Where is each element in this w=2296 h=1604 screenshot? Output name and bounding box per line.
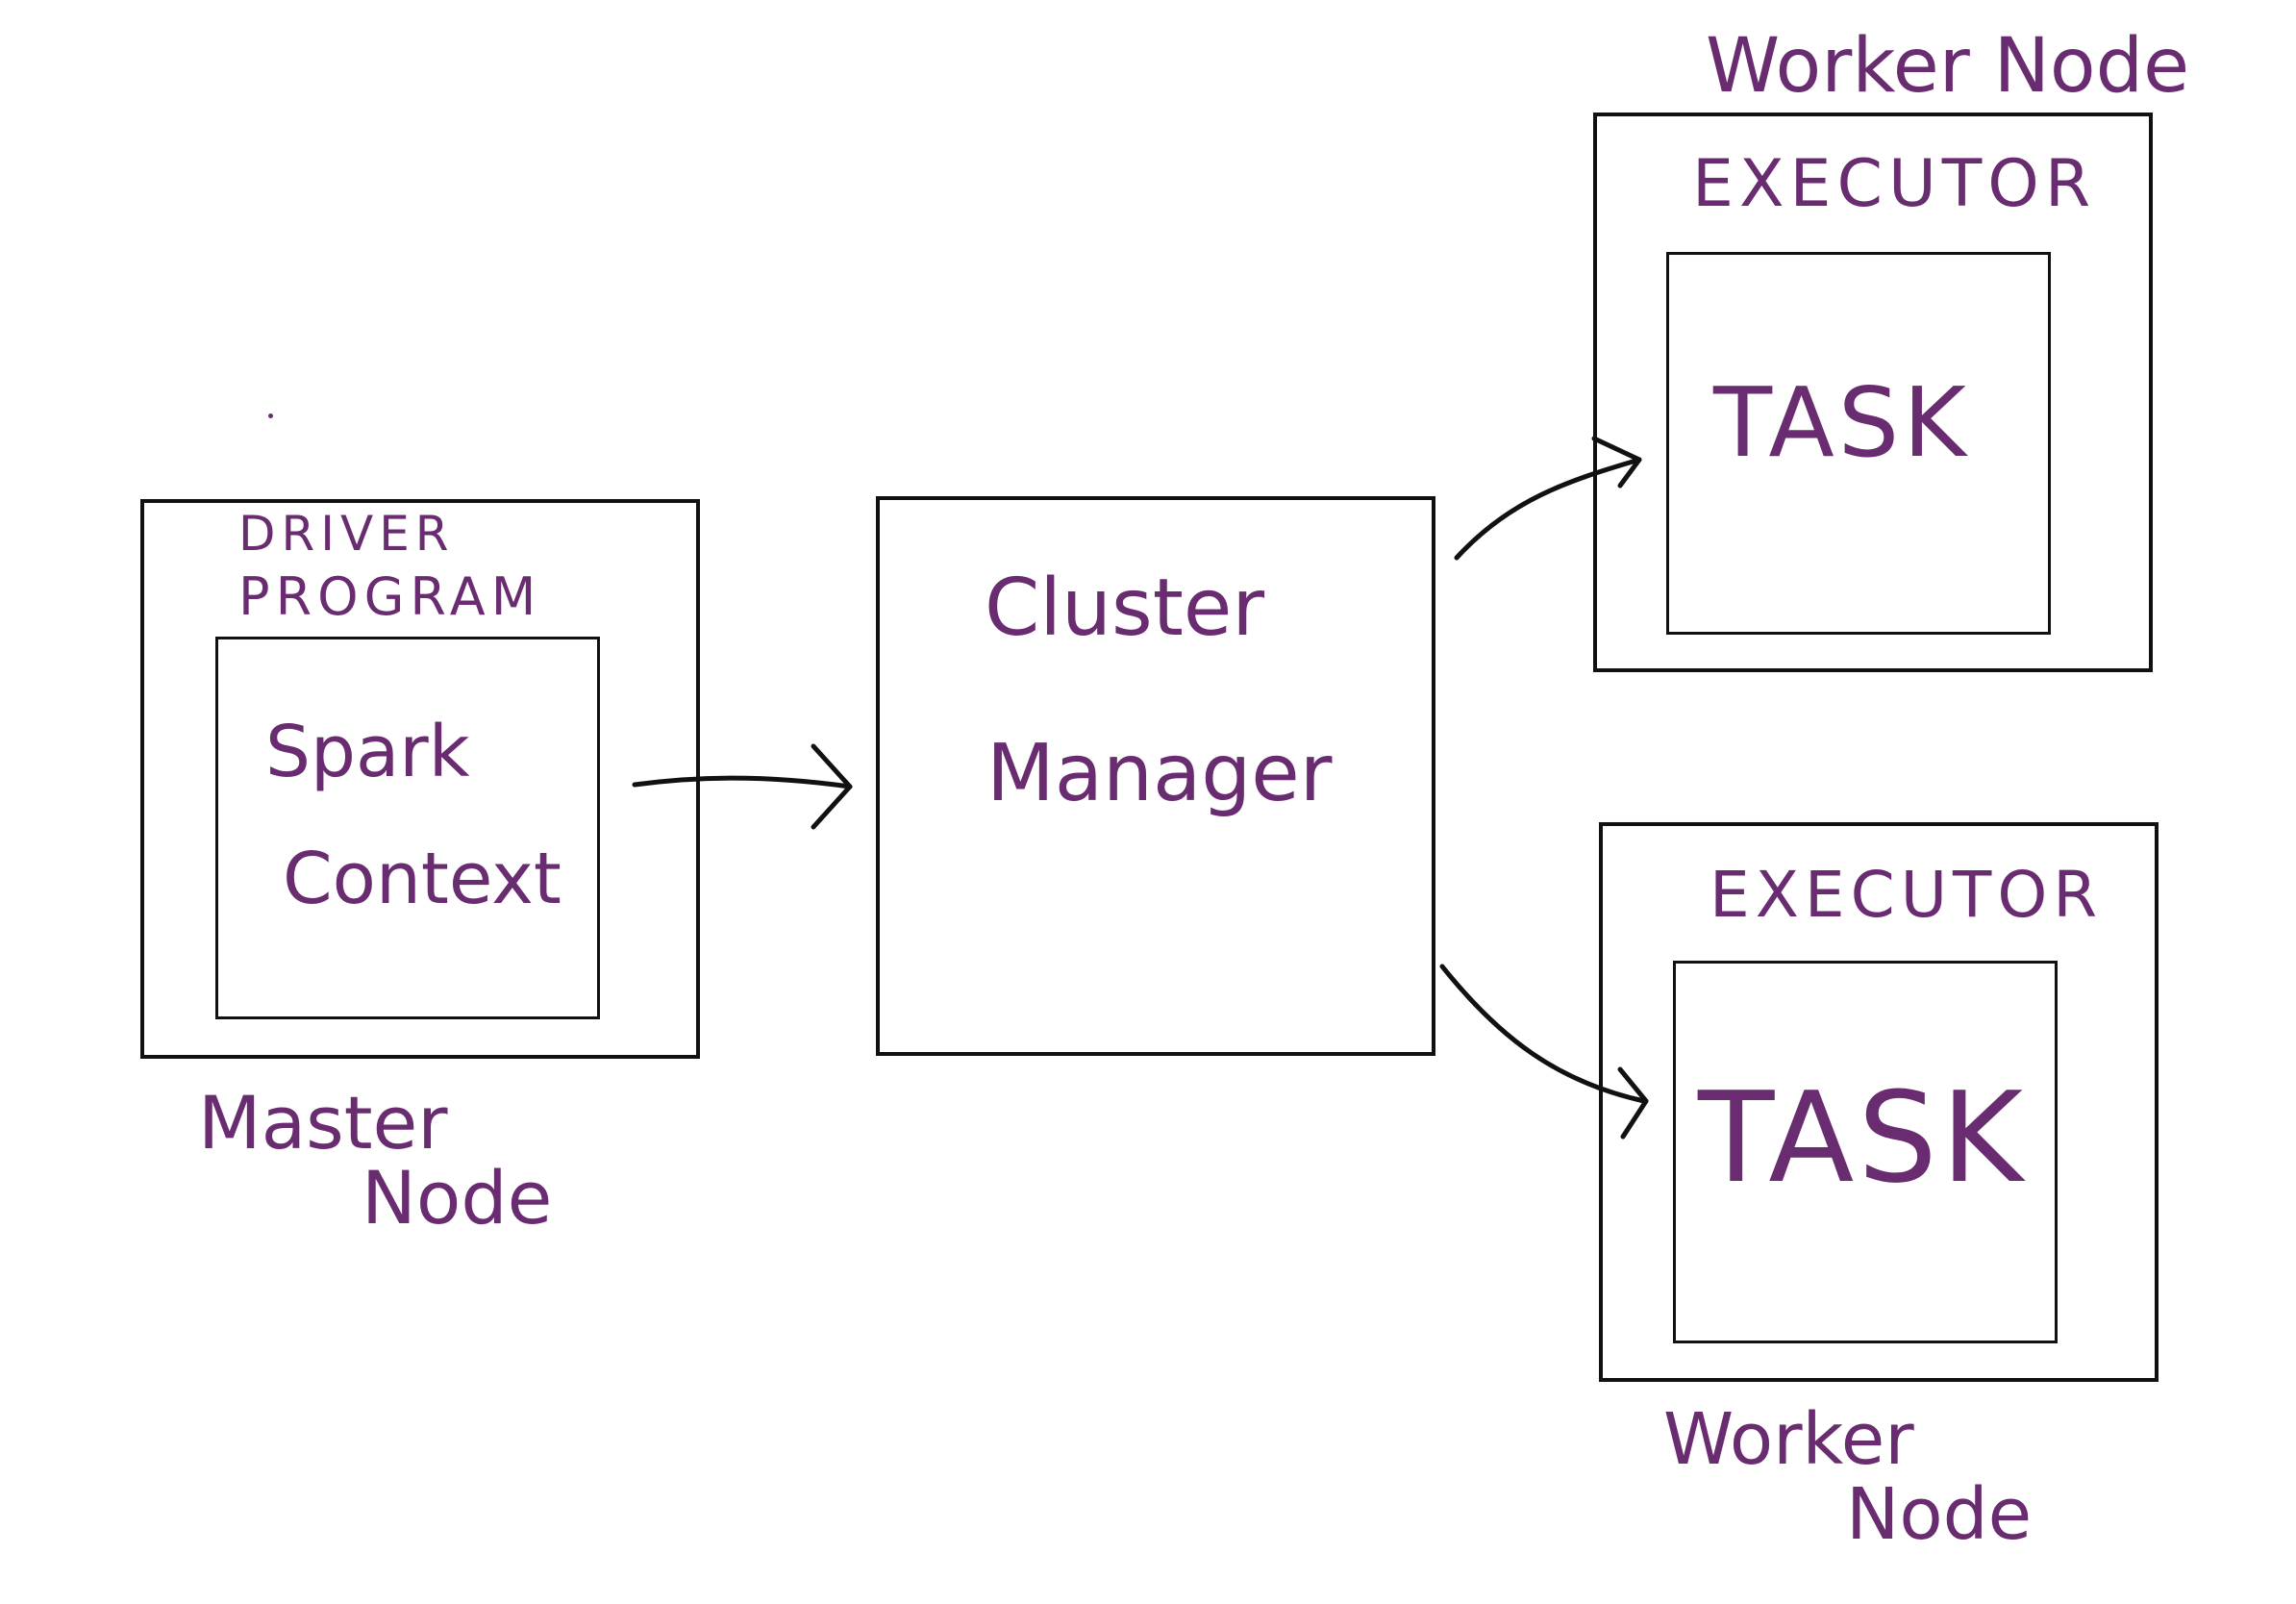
worker-top-task-box [1666, 252, 2051, 635]
arrowhead-cluster-to-worker-bottom [1617, 1066, 1649, 1140]
arrowhead-cluster-to-worker-top [1591, 436, 1642, 489]
worker-bottom-node-label-line2: Node [1846, 1473, 2033, 1556]
arrow-cluster-to-worker-top [1454, 457, 1642, 561]
worker-bottom-executor-label: EXECUTOR [1710, 858, 2104, 932]
cluster-manager-box [876, 496, 1435, 1056]
driver-program-label-line2: PROGRAM [238, 566, 542, 627]
spark-context-label-line1: Spark [265, 711, 470, 793]
stray-dot [268, 414, 273, 418]
worker-top-node-label: Worker Node [1706, 23, 2190, 110]
driver-program-label-line1: DRIVER [238, 506, 455, 562]
worker-top-node-box [1593, 113, 2153, 672]
worker-top-task-label: TASK [1713, 366, 1970, 479]
worker-bottom-node-label-line1: Worker [1663, 1398, 1914, 1481]
cluster-manager-label-line2: Manager [986, 728, 1333, 819]
worker-top-executor-label: EXECUTOR [1692, 146, 2097, 222]
worker-bottom-node-box [1599, 822, 2159, 1382]
arrow-cluster-to-worker-bottom [1439, 964, 1647, 1104]
spark-context-label-line2: Context [283, 838, 562, 920]
cluster-manager-label-line1: Cluster [985, 563, 1265, 654]
master-node-label-line2: Node [362, 1155, 553, 1241]
worker-bottom-task-label: TASK [1698, 1065, 2028, 1211]
worker-bottom-task-box [1673, 961, 2058, 1343]
spark-context-box [215, 637, 600, 1019]
arrow-context-to-cluster [632, 775, 853, 789]
master-node-label-line1: Master [198, 1080, 448, 1165]
arrowhead-context-to-cluster [811, 743, 853, 830]
